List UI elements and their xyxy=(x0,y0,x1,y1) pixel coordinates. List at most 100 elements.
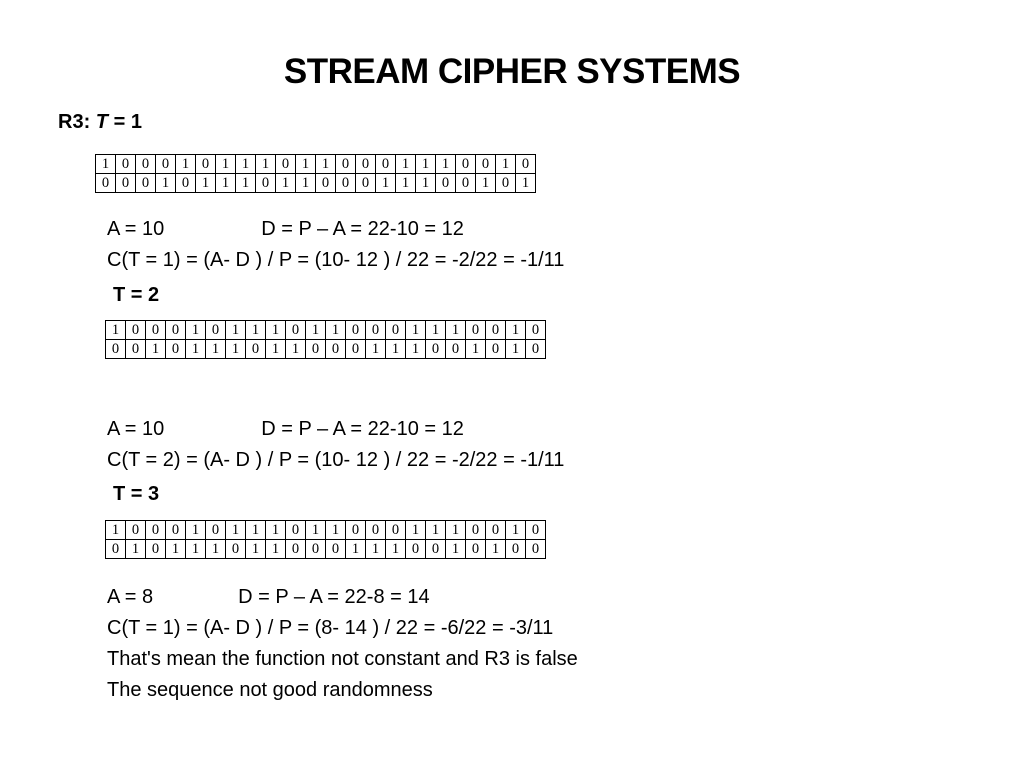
bit-cell: 1 xyxy=(295,154,316,174)
a-value: A = 8 xyxy=(107,586,154,608)
bit-cell: 1 xyxy=(175,154,196,174)
bit-cell: 0 xyxy=(205,520,226,540)
bit-cell: 0 xyxy=(275,154,296,174)
bit-cell: 1 xyxy=(265,339,286,359)
t3-value: = 3 xyxy=(125,483,160,505)
bit-cell: 1 xyxy=(125,539,146,559)
bit-cell: 1 xyxy=(485,539,506,559)
bit-cell: 0 xyxy=(145,320,166,340)
bit-cell: 1 xyxy=(465,339,486,359)
t2-value: = 2 xyxy=(125,284,160,306)
bit-cell: 1 xyxy=(185,520,206,540)
bit-cell: 1 xyxy=(345,539,366,559)
bit-cell: 1 xyxy=(365,339,386,359)
r3-value: = 1 xyxy=(113,111,142,133)
bit-cell: 0 xyxy=(285,520,306,540)
bit-cell: 1 xyxy=(425,520,446,540)
bit-cell: 0 xyxy=(165,320,186,340)
bit-cell: 1 xyxy=(235,154,256,174)
bit-cell: 1 xyxy=(225,320,246,340)
a-value: A = 10 xyxy=(107,218,165,240)
bit-cell: 0 xyxy=(155,154,176,174)
bit-cell: 1 xyxy=(195,173,216,193)
bit-cell: 0 xyxy=(345,339,366,359)
bit-cell: 0 xyxy=(95,173,116,193)
bit-cell: 1 xyxy=(405,339,426,359)
bit-cell: 1 xyxy=(145,339,166,359)
bit-cell: 1 xyxy=(385,339,406,359)
bit-cell: 0 xyxy=(285,539,306,559)
bit-cell: 0 xyxy=(325,539,346,559)
bit-cell: 1 xyxy=(305,520,326,540)
bit-cell: 0 xyxy=(345,520,366,540)
bit-cell: 0 xyxy=(125,520,146,540)
bit-cell: 1 xyxy=(185,339,206,359)
bit-cell: 1 xyxy=(255,154,276,174)
autocorrelation-line-t3: C(T = 1) = (A- D ) / P = (8- 14 ) / 22 =… xyxy=(107,617,554,639)
bit-cell: 0 xyxy=(125,339,146,359)
bit-cell: 0 xyxy=(115,173,136,193)
slide-title: STREAM CIPHER SYSTEMS xyxy=(283,52,741,91)
bit-cell: 0 xyxy=(305,539,326,559)
bit-cell: 0 xyxy=(165,520,186,540)
bit-cell: 1 xyxy=(445,320,466,340)
bit-cell: 0 xyxy=(425,539,446,559)
bit-cell: 1 xyxy=(275,173,296,193)
bit-cell: 0 xyxy=(495,173,516,193)
bit-cell: 0 xyxy=(245,339,266,359)
r3-variable: T xyxy=(95,111,109,133)
t3-variable: T xyxy=(113,483,126,505)
bit-cell: 0 xyxy=(115,154,136,174)
bit-cell: 1 xyxy=(155,173,176,193)
r3-label: R3: xyxy=(58,111,91,133)
bit-cell: 0 xyxy=(345,320,366,340)
conclusion-line-2: The sequence not good randomness xyxy=(107,679,433,701)
bit-cell: 0 xyxy=(125,320,146,340)
bit-cell: 1 xyxy=(235,173,256,193)
bit-cell: 1 xyxy=(495,154,516,174)
bit-cell: 0 xyxy=(335,154,356,174)
bit-cell: 0 xyxy=(485,520,506,540)
bit-cell: 1 xyxy=(205,339,226,359)
bit-cell: 1 xyxy=(225,520,246,540)
bit-cell: 0 xyxy=(195,154,216,174)
bit-cell: 1 xyxy=(515,173,536,193)
bit-cell: 1 xyxy=(265,320,286,340)
bit-cell: 1 xyxy=(245,320,266,340)
bit-cell: 1 xyxy=(445,520,466,540)
bit-cell: 1 xyxy=(185,320,206,340)
bit-cell: 0 xyxy=(425,339,446,359)
bit-cell: 0 xyxy=(285,320,306,340)
bit-cell: 0 xyxy=(525,520,546,540)
bit-cell: 0 xyxy=(335,173,356,193)
autocorrelation-line-t1: C(T = 1) = (A- D ) / P = (10- 12 ) / 22 … xyxy=(107,249,565,271)
t2-variable: T xyxy=(113,284,126,306)
bit-cell: 0 xyxy=(305,339,326,359)
bit-cell: 0 xyxy=(375,154,396,174)
bit-cell: 1 xyxy=(105,320,126,340)
bit-cell: 0 xyxy=(485,339,506,359)
bit-cell: 1 xyxy=(95,154,116,174)
bit-cell: 1 xyxy=(405,320,426,340)
bit-cell: 0 xyxy=(445,339,466,359)
bit-cell: 0 xyxy=(315,173,336,193)
bit-cell: 0 xyxy=(205,320,226,340)
bit-cell: 1 xyxy=(245,539,266,559)
bit-cell: 0 xyxy=(225,539,246,559)
bit-cell: 1 xyxy=(225,339,246,359)
bit-cell: 1 xyxy=(325,320,346,340)
bit-cell: 0 xyxy=(405,539,426,559)
bit-cell: 0 xyxy=(355,173,376,193)
bit-cell: 1 xyxy=(385,539,406,559)
bit-cell: 0 xyxy=(505,539,526,559)
bit-cell: 1 xyxy=(265,539,286,559)
bit-cell: 1 xyxy=(395,154,416,174)
autocorrelation-line-t2: C(T = 2) = (A- D ) / P = (10- 12 ) / 22 … xyxy=(107,449,565,471)
bit-cell: 0 xyxy=(175,173,196,193)
